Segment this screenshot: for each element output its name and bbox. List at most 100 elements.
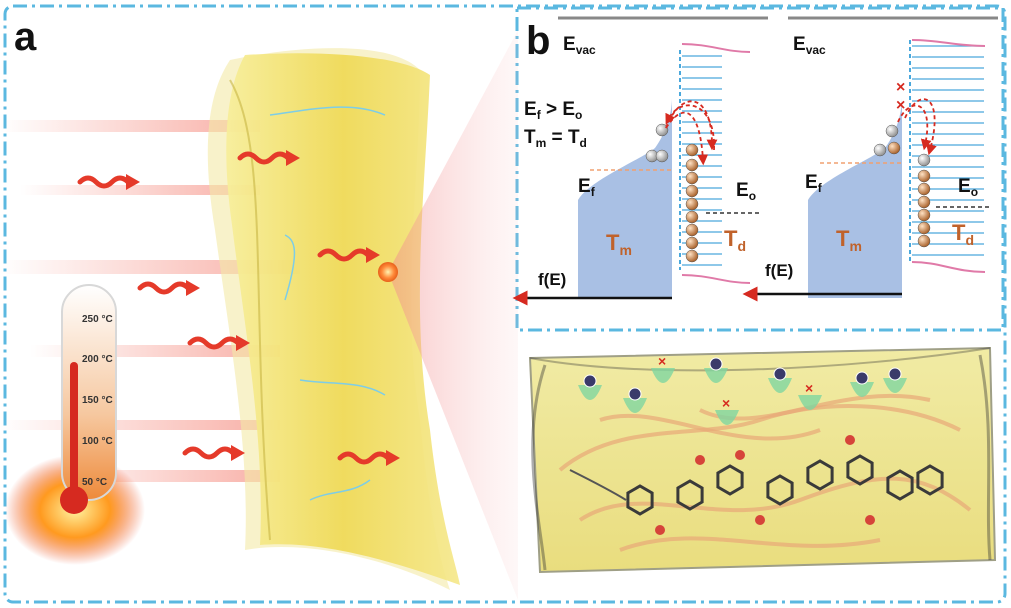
heat-arrows — [77, 150, 400, 466]
trapped-electron — [583, 374, 597, 388]
trapped-electron — [773, 367, 787, 381]
arrow-head — [386, 450, 400, 466]
wavy-arrow — [182, 446, 236, 460]
electron — [685, 249, 699, 263]
dos-fill-right — [808, 98, 902, 298]
electron — [917, 208, 931, 222]
fe-axis-left: f(E) — [538, 270, 566, 289]
blocked-mark: × — [658, 353, 666, 369]
trap-well — [651, 368, 675, 383]
evac-label-right: Evac — [793, 34, 826, 57]
trap-well — [704, 368, 728, 383]
aromatic-ring — [676, 479, 704, 511]
aromatic-ring — [846, 454, 874, 486]
electron — [655, 123, 669, 137]
evac-label-left: Evac — [563, 34, 596, 57]
wavy-arrow — [137, 281, 191, 295]
hop-arrows-left — [665, 100, 718, 166]
trap-well — [883, 378, 907, 393]
wavy-arrow — [77, 175, 131, 189]
electron — [917, 234, 931, 248]
wavy-arrow — [337, 451, 391, 465]
blocked-mark-2: × — [896, 97, 905, 114]
electron — [917, 221, 931, 235]
electron — [685, 143, 699, 157]
polymer-chain — [599, 413, 821, 441]
polymer-chain — [578, 476, 972, 522]
blocked-mark-1: × — [896, 79, 905, 96]
electron — [873, 143, 887, 157]
ef-label-left: Ef — [578, 176, 596, 199]
electron — [685, 236, 699, 250]
blocked-mark: × — [805, 380, 813, 396]
panel-b-frame — [515, 6, 1005, 332]
td-label-right: Td — [952, 220, 974, 248]
aromatic-ring — [716, 464, 744, 496]
polymer-chain — [558, 404, 961, 472]
eo-label-left: Eo — [736, 180, 756, 203]
arrow-head — [366, 247, 380, 263]
condition-tm-td: Tm = Td — [524, 127, 587, 150]
trapped-electron — [855, 371, 869, 385]
wavy-arrow — [317, 248, 371, 262]
polymer-chain — [619, 536, 881, 552]
electron — [685, 184, 699, 198]
molecule-backbone — [569, 435, 944, 535]
aromatic-ring — [806, 459, 834, 491]
polymer-chains — [558, 393, 972, 552]
hop-arrows-right — [897, 98, 937, 156]
therm-tick-200: 200 °C — [82, 354, 113, 365]
blocked-mark: × — [722, 395, 730, 411]
therm-tick-50: 50 °C — [82, 477, 107, 488]
aromatic-ring — [886, 469, 914, 501]
arrow-head — [236, 335, 250, 351]
trapped-electron — [888, 367, 902, 381]
trapped-electron — [628, 387, 642, 401]
electron — [685, 223, 699, 237]
electron — [685, 197, 699, 211]
oxygen-atom — [755, 515, 765, 525]
aromatic-ring — [626, 484, 654, 516]
wavy-arrow — [187, 336, 241, 350]
electron — [685, 158, 699, 172]
focus-point — [378, 262, 398, 282]
polymer-block: × × × — [528, 346, 997, 574]
oxygen-atom — [865, 515, 875, 525]
aromatic-ring — [916, 464, 944, 496]
therm-tick-100: 100 °C — [82, 436, 113, 447]
arrow-head — [286, 150, 300, 166]
alkyl-chain — [569, 469, 627, 501]
oxygen-atom — [735, 450, 745, 460]
aromatic-ring — [766, 474, 794, 506]
dos-fill-left — [578, 98, 672, 298]
trap-well — [768, 378, 792, 393]
oxygen-atom — [695, 455, 705, 465]
panel-a-label: a — [14, 15, 37, 59]
energy-diagram-right: Evac Ef Tm f(E) Eo Td × × — [742, 16, 998, 302]
electron — [685, 210, 699, 224]
electron — [917, 195, 931, 209]
thermometer: 250 °C 200 °C 150 °C 100 °C 50 °C — [5, 284, 145, 565]
tm-label-right: Tm — [836, 226, 862, 254]
trap-well — [578, 385, 602, 400]
energy-diagram-left: Evac Ef > Eo Tm = Td Ef Tm f(E) Eo Td — [512, 16, 768, 306]
fe-axis-right: f(E) — [765, 261, 793, 280]
arrow-head — [231, 445, 245, 461]
td-label-left: Td — [724, 226, 746, 254]
trap-well — [798, 395, 822, 410]
trap-well — [715, 410, 739, 425]
electron — [917, 153, 931, 167]
electron — [887, 141, 901, 155]
electrons-right — [873, 124, 931, 248]
arrow-head — [126, 174, 140, 190]
electron — [655, 149, 669, 163]
therm-tick-150: 150 °C — [82, 395, 113, 406]
trapped-electron — [709, 357, 723, 371]
panel-b-label: b — [526, 19, 550, 63]
electron — [885, 124, 899, 138]
condition-ef-eo: Ef > Eo — [524, 99, 582, 122]
eo-label-right: Eo — [958, 176, 978, 199]
trap-well — [623, 398, 647, 413]
trap-wells: × × × — [578, 353, 907, 425]
